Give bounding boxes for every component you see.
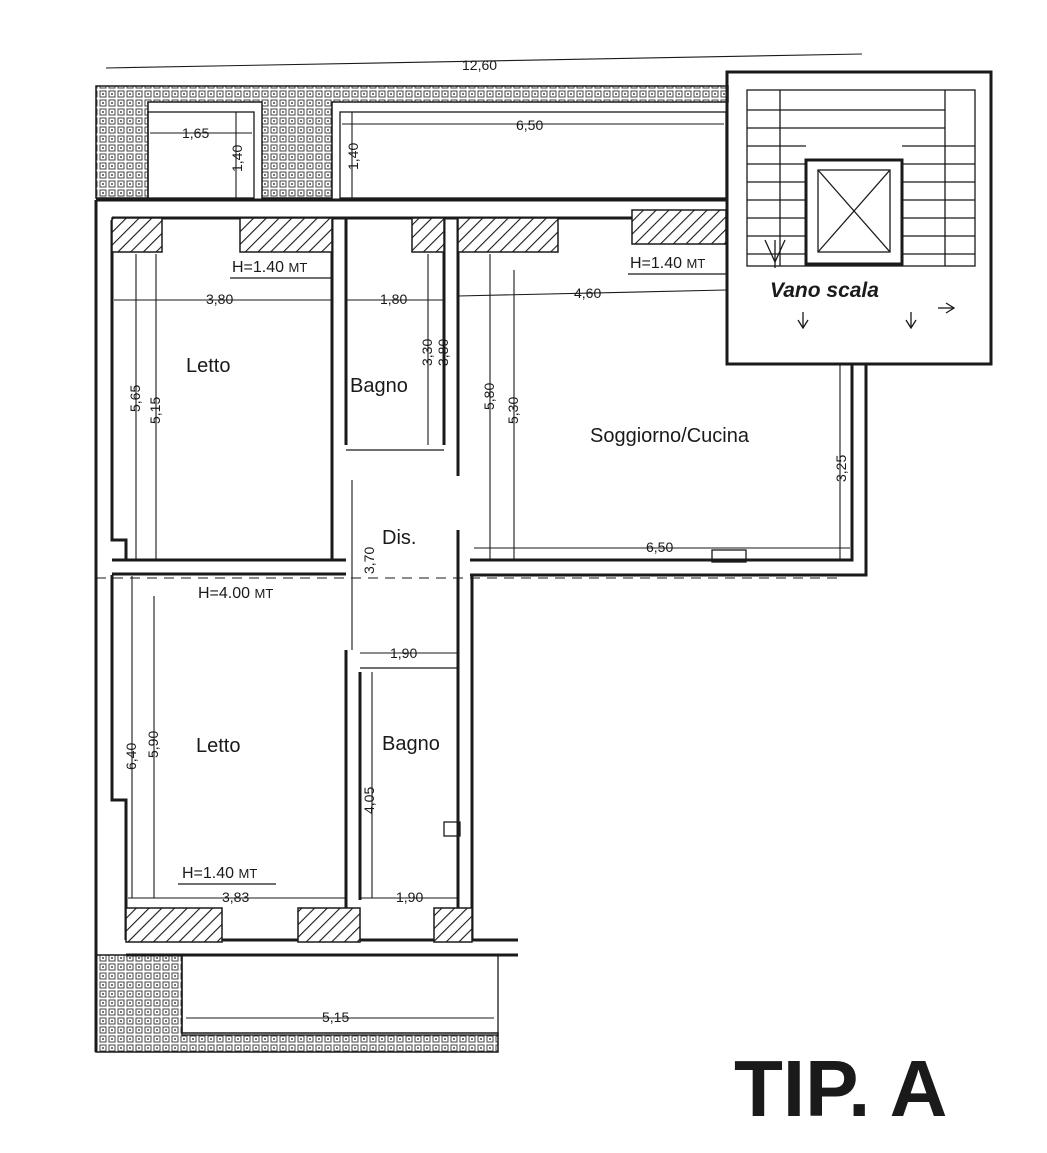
svg-text:H=1.40 MT: H=1.40 MT [630, 255, 705, 272]
room-label-bagno-bottom: Bagno [382, 733, 440, 755]
dim-bagno-bottom-top-w: 1,90 [390, 645, 417, 661]
dim-soggiorno-bottom-w: 6,50 [646, 539, 673, 555]
svg-text:H=4.00 MT: H=4.00 MT [198, 585, 273, 602]
dimension-labels: 12,60 1,65 1,40 1,40 6,50 3,80 1,80 4,60… [123, 57, 849, 1025]
svg-text:H=1.40 MT: H=1.40 MT [182, 865, 257, 882]
room-label-bagno-top: Bagno [350, 375, 408, 397]
dim-bagno-top-h2: 3,80 [435, 339, 451, 366]
height-note-4: H=1.40 MT [178, 865, 276, 885]
dim-terrace-right-h: 1,40 [345, 143, 361, 170]
dim-soggiorno-w: 4,60 [574, 285, 601, 301]
dim-dis-h: 3,70 [361, 547, 377, 574]
dim-terrace-bottom-w: 5,15 [322, 1009, 349, 1025]
dim-letto-bottom-outer-h: 6,40 [123, 743, 139, 770]
stair-arrows [764, 239, 956, 330]
dim-terrace-left-w: 1,65 [182, 125, 209, 141]
room-label-letto-bottom: Letto [196, 735, 240, 757]
dim-terrace-right-w: 6,50 [516, 117, 543, 133]
height-note-2: H=1.40 MT [628, 255, 726, 275]
height-note-3: H=4.00 MT [198, 585, 273, 602]
terrace-bottom [95, 954, 499, 1053]
dim-soggiorno-h2: 5,30 [505, 397, 521, 424]
dim-soggiorno-h1: 5,80 [481, 383, 497, 410]
dim-letto-top-outer-h: 5,65 [127, 385, 143, 412]
dim-overall-width: 12,60 [462, 57, 497, 73]
dim-bagno-bottom-w: 1,90 [396, 889, 423, 905]
dim-bagno-top-w: 1,80 [380, 291, 407, 307]
dim-soggiorno-right-h: 3,25 [833, 455, 849, 482]
dim-letto-top-inner-h: 5,15 [147, 397, 163, 424]
dimension-lines [105, 53, 863, 1019]
dim-letto-top-w: 3,80 [206, 291, 233, 307]
room-label-letto-top: Letto [186, 355, 230, 377]
dim-bagno-bottom-h: 4,05 [361, 787, 377, 814]
type-label: TIP. A [734, 1044, 947, 1133]
height-note-1: H=1.40 MT [230, 259, 332, 279]
dim-bagno-top-h1: 3,30 [419, 339, 435, 366]
dim-terrace-left-h: 1,40 [229, 145, 245, 172]
dim-letto-bottom-w: 3,83 [222, 889, 249, 905]
terrace-top [95, 85, 729, 199]
room-label-soggiorno: Soggiorno/Cucina [590, 425, 750, 447]
room-label-dis: Dis. [382, 527, 416, 549]
room-label-vano-scala: Vano scala [770, 279, 879, 302]
dim-letto-bottom-inner-h: 5,90 [145, 731, 161, 758]
svg-text:H=1.40 MT: H=1.40 MT [232, 259, 307, 276]
parapets [111, 209, 727, 943]
